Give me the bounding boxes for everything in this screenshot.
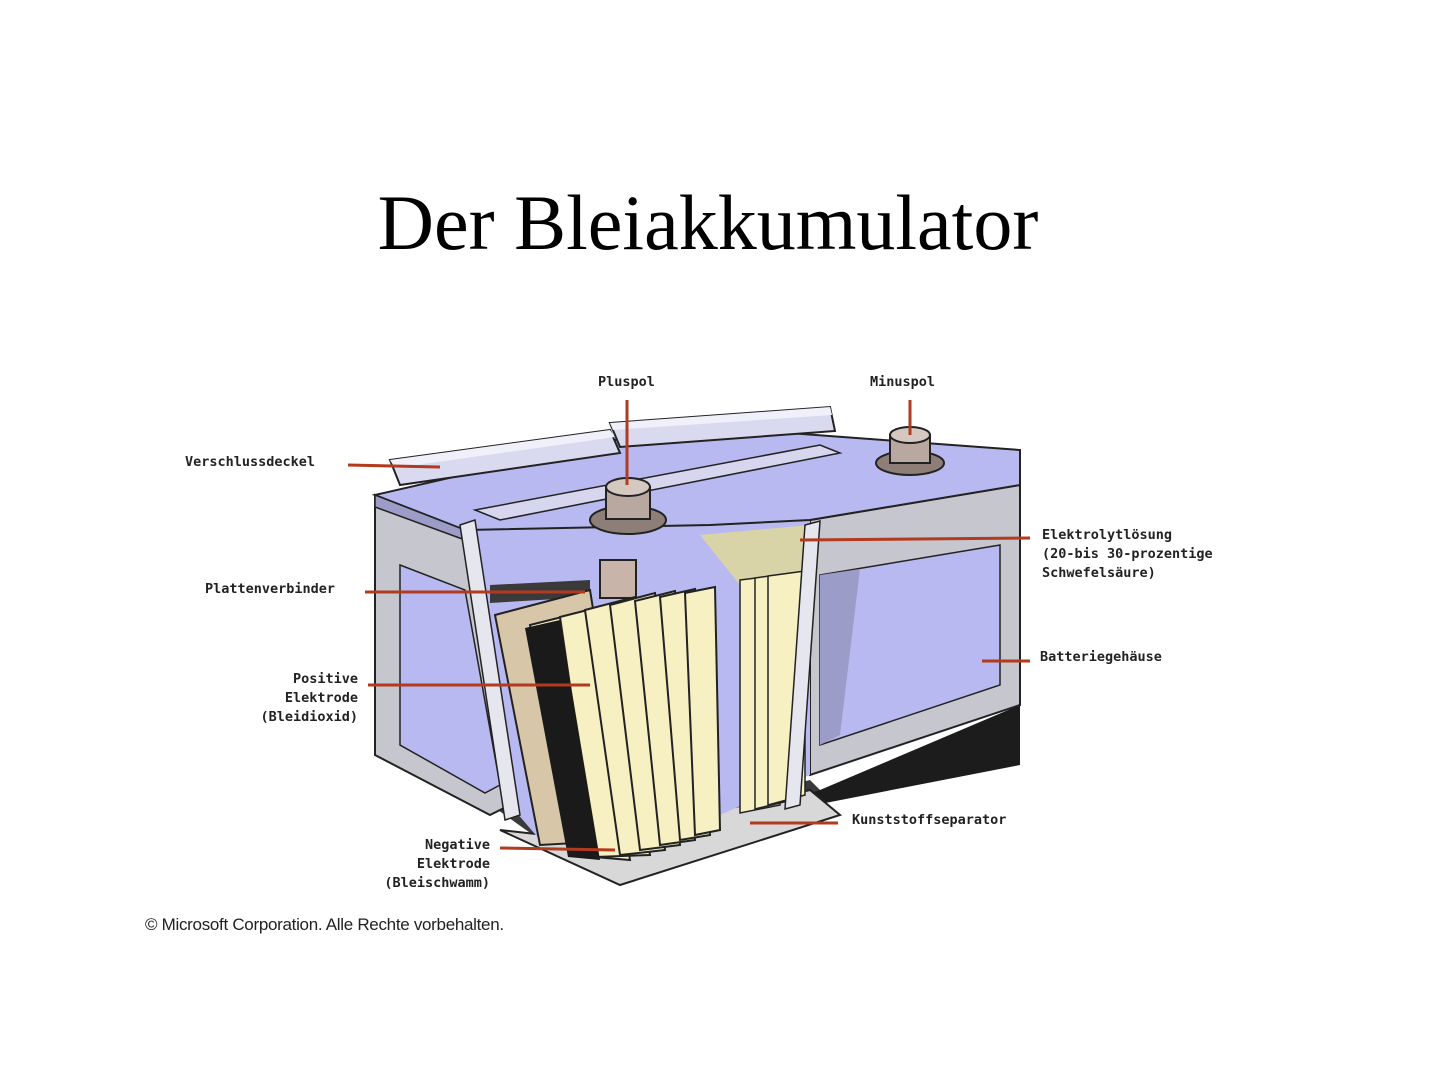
slide-title: Der Bleiakkumulator [0, 178, 1416, 268]
label-verschlussdeckel: Verschlussdeckel [185, 453, 315, 472]
label-negative-elektrode: Negative Elektrode (Bleischwamm) [340, 836, 490, 893]
positive-line-1: Positive [230, 670, 358, 689]
negative-line-3: (Bleischwamm) [340, 874, 490, 893]
battery-illustration [120, 335, 1300, 950]
elektrolyt-line-2: (20-bis 30-prozentige [1042, 545, 1213, 564]
battery-diagram: Pluspol Minuspol Verschlussdeckel Elektr… [120, 335, 1300, 950]
label-plattenverbinder: Plattenverbinder [205, 580, 335, 599]
positive-line-3: (Bleidioxid) [230, 708, 358, 727]
label-elektrolytloesung: Elektrolytlösung (20-bis 30-prozentige S… [1042, 526, 1213, 583]
plate-connector-post [600, 560, 636, 598]
label-batteriegehaeuse: Batteriegehäuse [1040, 648, 1162, 667]
label-positive-elektrode: Positive Elektrode (Bleidioxid) [230, 670, 358, 727]
label-minuspol: Minuspol [870, 373, 935, 392]
label-pluspol: Pluspol [598, 373, 655, 392]
label-kunststoffseparator: Kunststoffseparator [852, 811, 1006, 830]
elektrolyt-line-3: Schwefelsäure) [1042, 564, 1213, 583]
positive-line-2: Elektrode [230, 689, 358, 708]
elektrolyt-line-1: Elektrolytlösung [1042, 526, 1213, 545]
copyright-notice: © Microsoft Corporation. Alle Rechte vor… [145, 915, 504, 935]
negative-line-1: Negative [340, 836, 490, 855]
negative-line-2: Elektrode [340, 855, 490, 874]
